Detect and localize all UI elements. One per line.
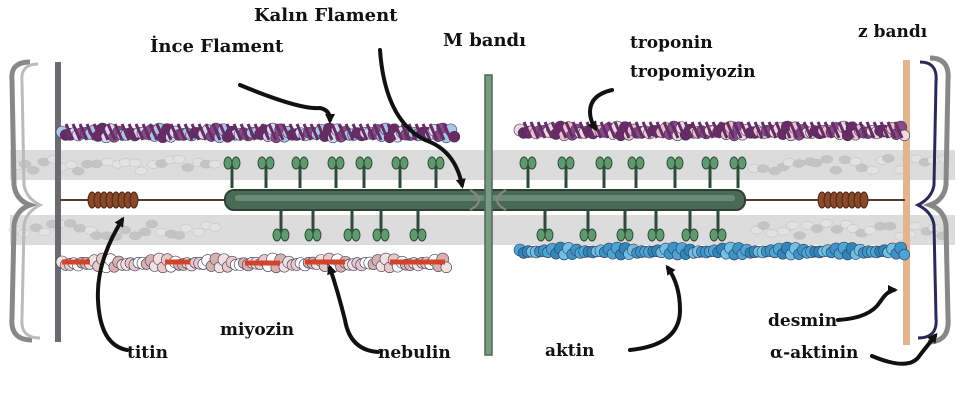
label-nebulin: nebulin xyxy=(378,343,451,363)
arrow-ince-filament xyxy=(240,85,330,120)
label-titin: titin xyxy=(127,343,168,363)
label-desmin: desmin xyxy=(768,311,837,331)
arrow-aktin xyxy=(630,268,680,350)
arrow-desmin xyxy=(838,290,894,320)
label-troponin: troponin xyxy=(630,33,713,53)
titin-coil-right xyxy=(818,192,868,208)
label-kalin-filament: Kalın Flament xyxy=(254,5,398,26)
z-disk-left xyxy=(12,62,61,342)
label-aktin: aktin xyxy=(545,341,594,361)
label-z-band: z bandı xyxy=(858,22,927,42)
label-ince-filament: İnce Flament xyxy=(150,36,283,57)
z-disk-right xyxy=(903,58,948,345)
arrow-nebulin xyxy=(330,268,378,352)
label-m-band: M bandı xyxy=(443,30,526,51)
label-miyozin: miyozin xyxy=(220,320,294,340)
titin-coil-left xyxy=(88,192,138,208)
label-tropomiyozin: tropomiyozin xyxy=(630,62,756,82)
label-alpha-aktinin: α-aktinin xyxy=(770,343,858,363)
